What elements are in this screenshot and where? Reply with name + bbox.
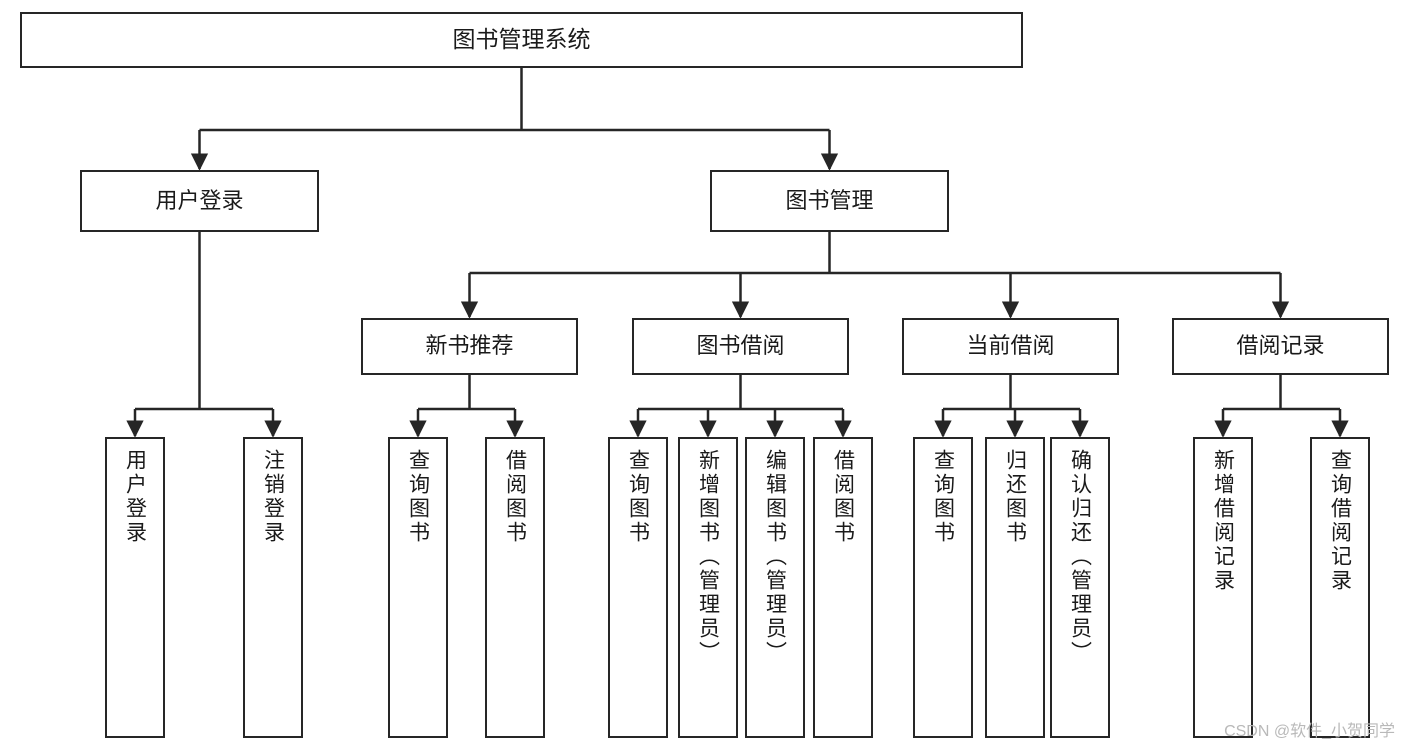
node-l-cu-conf[interactable]: 确认归还（管理员） — [1050, 437, 1110, 738]
node-label: 确认归还（管理员） — [1068, 449, 1092, 665]
node-label: 查询图书 — [406, 449, 430, 545]
node-label: 图书管理系统 — [452, 26, 591, 53]
node-newbook[interactable]: 新书推荐 — [361, 318, 578, 375]
node-l-nb-query[interactable]: 查询图书 — [388, 437, 448, 738]
node-label: 用户登录 — [155, 187, 244, 213]
node-borrow[interactable]: 图书借阅 — [632, 318, 849, 375]
node-records[interactable]: 借阅记录 — [1172, 318, 1389, 375]
node-label: 新增借阅记录 — [1211, 449, 1235, 593]
node-label: 图书管理 — [785, 187, 874, 213]
node-label: 借阅图书 — [503, 449, 527, 545]
node-l-nb-borrow[interactable]: 借阅图书 — [485, 437, 545, 738]
node-label: 新书推荐 — [425, 333, 514, 359]
node-label: 借阅图书 — [831, 449, 855, 545]
node-label: 用户登录 — [123, 449, 147, 545]
node-label: 新增图书（管理员） — [696, 449, 720, 665]
node-l-logout[interactable]: 注销登录 — [243, 437, 303, 738]
node-label: 查询借阅记录 — [1328, 449, 1352, 593]
node-l-bo-borrow[interactable]: 借阅图书 — [813, 437, 873, 738]
node-l-cu-query[interactable]: 查询图书 — [913, 437, 973, 738]
node-label: 查询图书 — [931, 449, 955, 545]
node-current[interactable]: 当前借阅 — [902, 318, 1119, 375]
node-l-bo-edit[interactable]: 编辑图书（管理员） — [745, 437, 805, 738]
node-l-login[interactable]: 用户登录 — [105, 437, 165, 738]
node-label: 归还图书 — [1003, 449, 1027, 545]
node-l-bo-query[interactable]: 查询图书 — [608, 437, 668, 738]
node-l-re-query[interactable]: 查询借阅记录 — [1310, 437, 1370, 738]
node-l-bo-add[interactable]: 新增图书（管理员） — [678, 437, 738, 738]
node-label: 编辑图书（管理员） — [763, 449, 787, 665]
node-l-cu-return[interactable]: 归还图书 — [985, 437, 1045, 738]
node-bookmgr[interactable]: 图书管理 — [710, 170, 949, 232]
node-label: 当前借阅 — [966, 333, 1055, 359]
node-label: 图书借阅 — [696, 333, 785, 359]
node-l-re-add[interactable]: 新增借阅记录 — [1193, 437, 1253, 738]
node-label: 注销登录 — [261, 449, 285, 545]
node-root[interactable]: 图书管理系统 — [20, 12, 1023, 68]
node-label: 借阅记录 — [1236, 333, 1325, 359]
node-login[interactable]: 用户登录 — [80, 170, 319, 232]
node-label: 查询图书 — [626, 449, 650, 545]
